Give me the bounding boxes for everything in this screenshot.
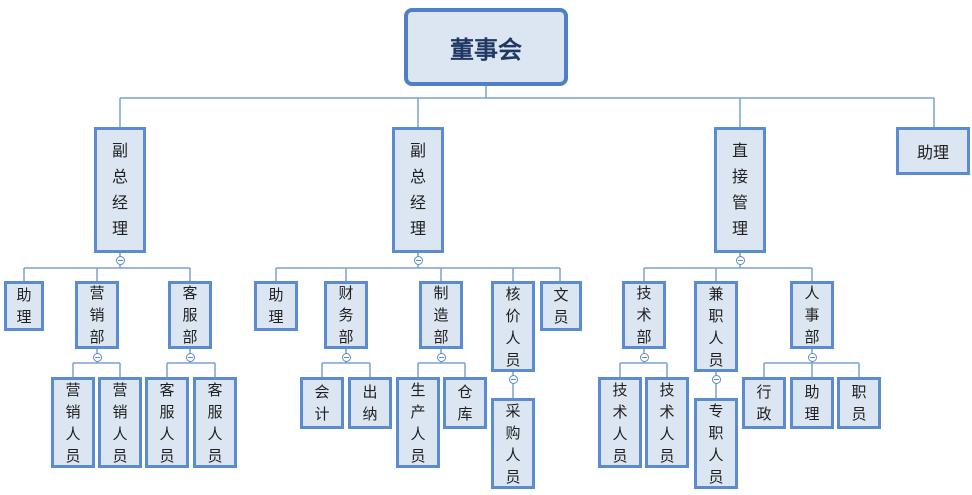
collapse-icon[interactable] — [116, 256, 125, 265]
collapse-icon[interactable] — [712, 375, 721, 384]
marketing-staff-node[interactable]: 营 销 人 员 — [51, 377, 95, 468]
purchasing-staff-node[interactable]: 采 购 人 员 — [491, 398, 535, 489]
tech-staff-node[interactable]: 技 术 人 员 — [598, 377, 642, 468]
assistant-node[interactable]: 助理 — [896, 127, 970, 175]
full-time-staff-node[interactable]: 专 职 人 员 — [694, 398, 738, 489]
marketing-dept-node[interactable]: 营 销 部 — [75, 281, 119, 349]
accountant-node[interactable]: 会 计 — [300, 377, 344, 429]
board-of-directors-node[interactable]: 董事会 — [404, 8, 568, 86]
collapse-icon[interactable] — [186, 353, 195, 362]
manufacturing-dept-node[interactable]: 制 造 部 — [419, 281, 463, 349]
hr-dept-node[interactable]: 人 事 部 — [790, 281, 834, 349]
collapse-icon[interactable] — [414, 256, 423, 265]
collapse-icon[interactable] — [437, 353, 446, 362]
vp1-assistant-node[interactable]: 助 理 — [4, 281, 44, 331]
pricing-staff-node[interactable]: 核 价 人 员 — [491, 281, 535, 372]
direct-management-node[interactable]: 直 接 管 理 — [714, 127, 766, 253]
marketing-staff-node[interactable]: 营 销 人 员 — [98, 377, 142, 468]
warehouse-node[interactable]: 仓 库 — [443, 377, 487, 429]
part-time-staff-node[interactable]: 兼 职 人 员 — [694, 281, 738, 372]
collapse-icon[interactable] — [509, 375, 518, 384]
collapse-icon[interactable] — [640, 353, 649, 362]
vp2-assistant-node[interactable]: 助 理 — [254, 281, 298, 331]
service-staff-node[interactable]: 客 服 人 员 — [193, 377, 237, 468]
staff-member-node[interactable]: 职 员 — [837, 377, 881, 429]
finance-dept-node[interactable]: 财 务 部 — [324, 281, 368, 349]
vice-gm-1-node[interactable]: 副 总 经 理 — [94, 127, 146, 253]
service-staff-node[interactable]: 客 服 人 员 — [145, 377, 189, 468]
administration-node[interactable]: 行 政 — [742, 377, 786, 429]
collapse-icon[interactable] — [93, 353, 102, 362]
cashier-node[interactable]: 出 纳 — [348, 377, 392, 429]
hr-assistant-node[interactable]: 助 理 — [790, 377, 834, 429]
production-staff-node[interactable]: 生 产 人 员 — [396, 377, 440, 468]
customer-service-dept-node[interactable]: 客 服 部 — [168, 281, 212, 349]
collapse-icon[interactable] — [736, 256, 745, 265]
tech-dept-node[interactable]: 技 术 部 — [622, 281, 666, 349]
collapse-icon[interactable] — [342, 353, 351, 362]
clerk-node[interactable]: 文 员 — [540, 281, 582, 331]
vice-gm-2-node[interactable]: 副 总 经 理 — [392, 127, 444, 253]
tech-staff-node[interactable]: 技 术 人 员 — [645, 377, 689, 468]
collapse-icon[interactable] — [808, 353, 817, 362]
